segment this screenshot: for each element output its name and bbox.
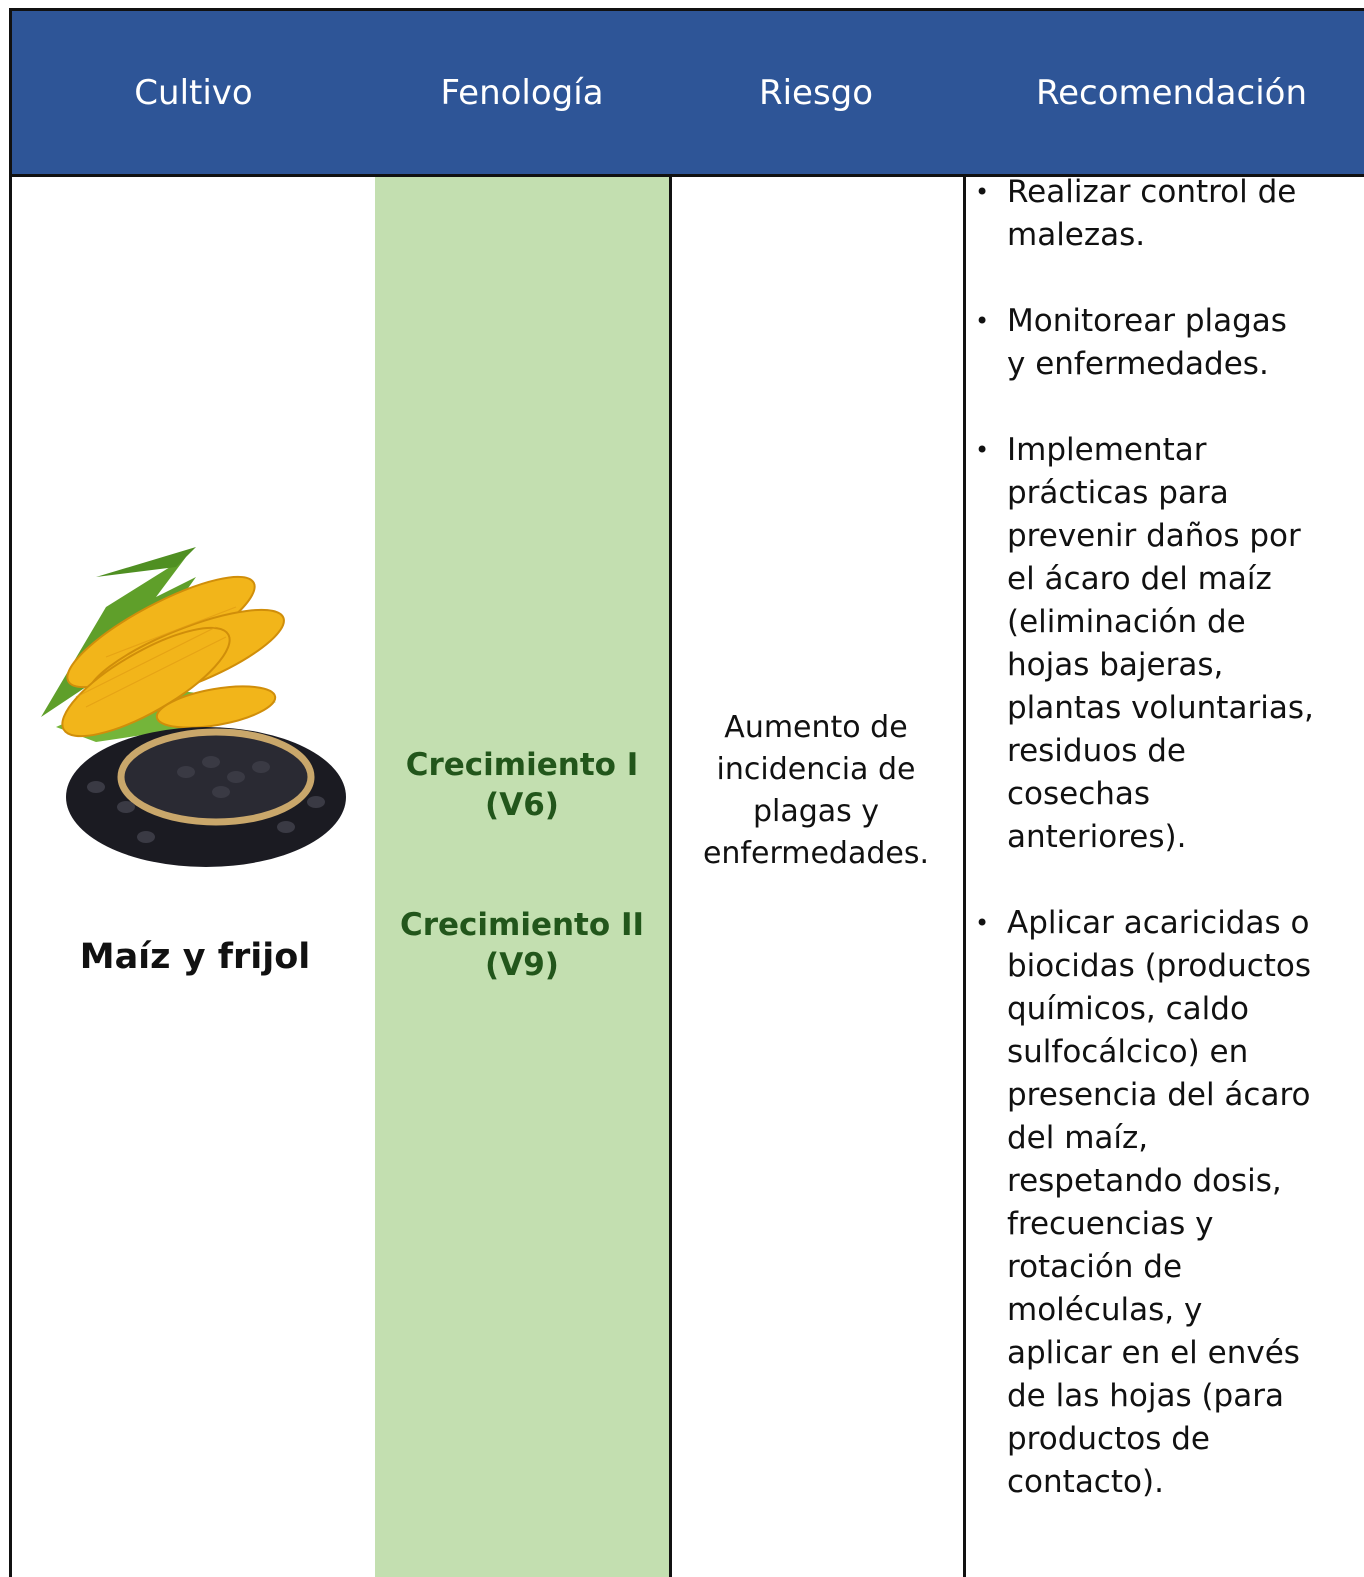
bullet-icon: • <box>975 178 990 206</box>
recommendation-line: Monitorear plagas <box>1007 303 1287 339</box>
phenology-stage-2-code: (V9) <box>485 947 559 983</box>
recommendation-line: malezas. <box>1007 217 1146 253</box>
phenology-stage-1-name: Crecimiento I <box>405 747 639 783</box>
risk-line: Aumento de <box>724 710 908 745</box>
header-fenologia: Fenología <box>375 8 672 174</box>
recommendation-item: • Implementar prácticas para prevenir daños… <box>963 429 1355 859</box>
recommendation-line: plantas voluntarias, <box>1007 690 1314 726</box>
header-recomendacion: Recomendación <box>963 8 1364 174</box>
recommendation-line: aplicar en el envés <box>1007 1335 1300 1371</box>
recommendation-line: biocidas (productos <box>1007 948 1312 984</box>
recommendation-line: Implementar <box>1007 432 1207 468</box>
risk-cell: Aumento de incidencia de plagas y enferm… <box>669 177 966 1577</box>
risk-line: plagas y <box>752 794 880 829</box>
recommendation-line: Aplicar acaricidas o <box>1007 905 1310 941</box>
header-cultivo: Cultivo <box>9 8 378 174</box>
recommendation-item: • Realizar control de malezas. <box>963 171 1355 257</box>
header-divider <box>9 174 1364 177</box>
bullet-icon: • <box>975 307 990 335</box>
recommendation-line: cosechas <box>1007 776 1151 812</box>
recommendation-line: prácticas para <box>1007 475 1229 511</box>
recommendation-line: residuos de <box>1007 733 1186 769</box>
recommendation-line: (eliminación de <box>1007 604 1246 640</box>
recommendation-line: presencia del ácaro <box>1007 1077 1311 1113</box>
recommendation-line: del maíz, <box>1007 1120 1149 1156</box>
crop-cell: Maíz y frijol <box>9 177 378 1577</box>
recommendation-item: • Monitorear plagas y enfermedades. <box>963 300 1355 386</box>
recommendation-line: anteriores). <box>1007 819 1187 855</box>
bullet-icon: • <box>975 436 990 464</box>
recommendation-line: de las hojas (para <box>1007 1378 1284 1414</box>
recommendation-line: químicos, caldo <box>1007 991 1249 1027</box>
recommendation-line: rotación de <box>1007 1249 1183 1285</box>
risk-text: Aumento de incidencia de plagas y enferm… <box>669 707 963 875</box>
phenology-stage-1-code: (V6) <box>485 787 559 823</box>
recommendation-line: prevenir daños por <box>1007 518 1301 554</box>
phenology-stage-2-name: Crecimiento II <box>399 907 645 943</box>
bullet-icon: • <box>975 909 990 937</box>
recommendation-item: • Aplicar acaricidas o biocidas (productos… <box>963 902 1355 1504</box>
recommendation-line: el ácaro del maíz <box>1007 561 1272 597</box>
recommendation-line: frecuencias y <box>1007 1206 1214 1242</box>
recommendation-table: Cultivo Fenología Riesgo Recomendación <box>9 8 1364 1577</box>
recommendation-line: Realizar control de <box>1007 174 1297 210</box>
recommendation-line: contacto). <box>1007 1464 1164 1500</box>
recommendation-line: y enfermedades. <box>1007 346 1269 382</box>
recommendation-line: sulfocálcico) en <box>1007 1034 1249 1070</box>
crop-name: Maíz y frijol <box>79 937 311 977</box>
phenology-stage-2: Crecimiento II (V9) <box>375 905 669 985</box>
corn-and-beans-image <box>41 547 346 867</box>
recommendation-line: hojas bajeras, <box>1007 647 1224 683</box>
recommendation-line: respetando dosis, <box>1007 1163 1282 1199</box>
header-riesgo: Riesgo <box>669 8 966 174</box>
risk-line: incidencia de <box>716 752 916 787</box>
phenology-stage-1: Crecimiento I (V6) <box>375 745 669 825</box>
risk-line: enfermedades. <box>702 836 930 871</box>
phenology-cell: Crecimiento I (V6) Crecimiento II (V9) <box>375 177 672 1577</box>
recommendation-line: moléculas, y <box>1007 1292 1203 1328</box>
recommendations-cell: • Realizar control de malezas. • Monitorear … <box>963 171 1355 1504</box>
recommendation-line: productos de <box>1007 1421 1210 1457</box>
